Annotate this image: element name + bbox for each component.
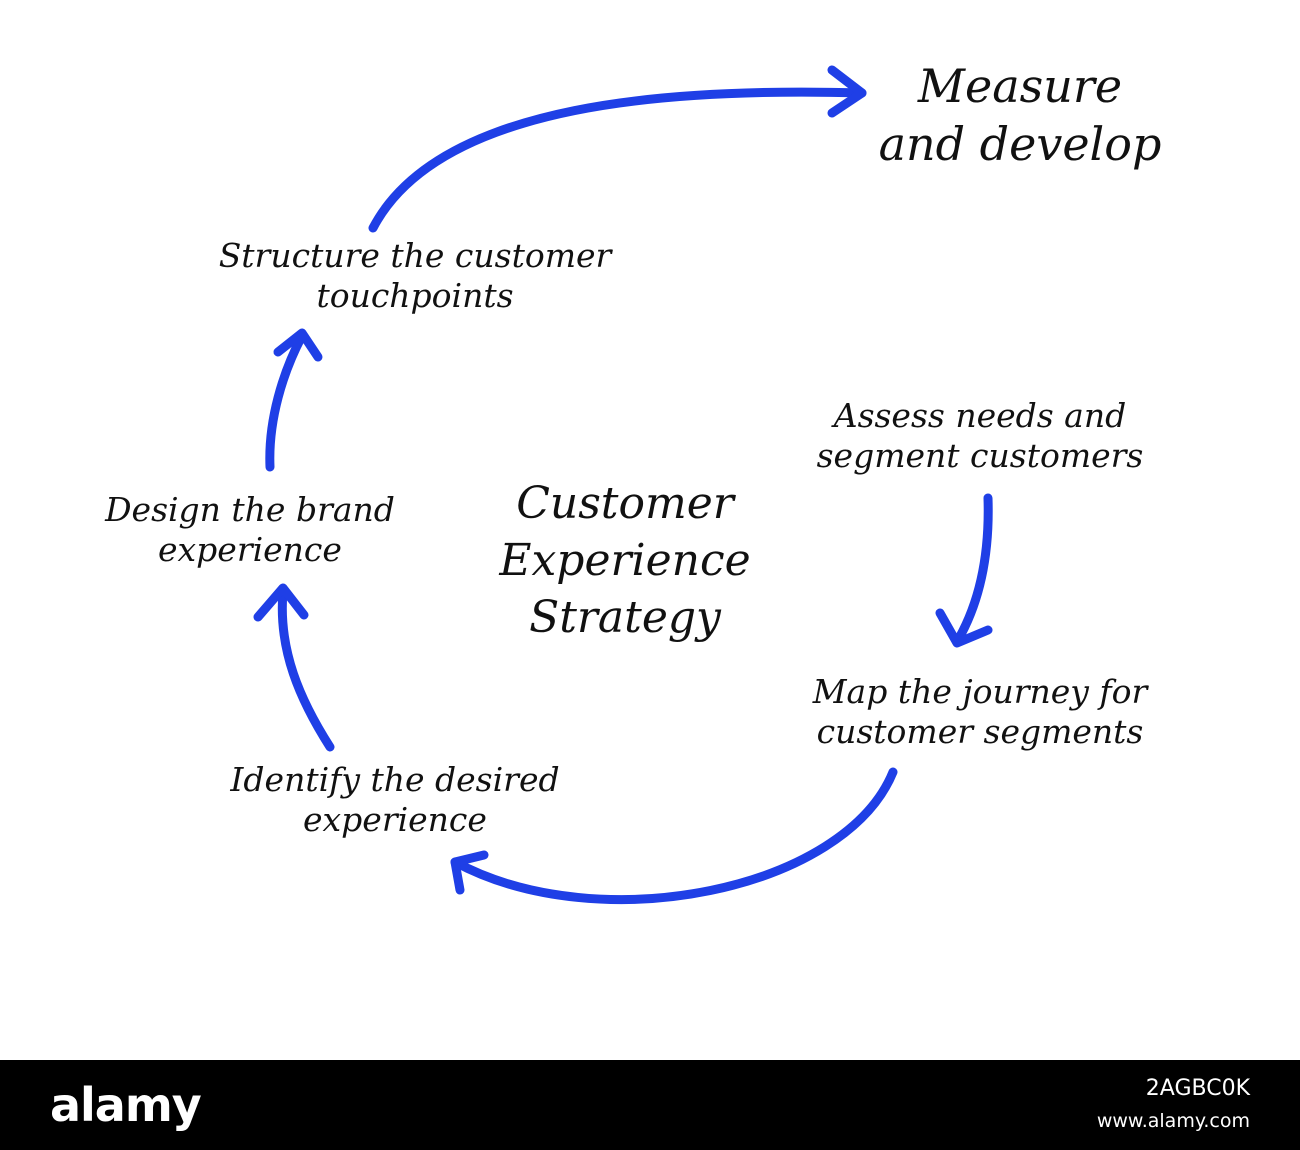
arrow-assess-to-map xyxy=(935,493,993,648)
arrow-map-to-identify xyxy=(450,767,898,905)
step-assess-needs: Assess needs and segment customers xyxy=(760,396,1200,475)
image-id: 2AGBC0K xyxy=(1145,1076,1250,1101)
center-title-line-1: Customer xyxy=(516,478,734,529)
step-map-line-1: Map the journey for xyxy=(812,672,1148,711)
center-title-line-2: Experience xyxy=(499,535,751,587)
brand-logo: alamy xyxy=(50,1078,202,1132)
goal-line-1: Measure xyxy=(917,59,1123,113)
step-identify-line-2: experience xyxy=(303,799,487,839)
step-design-line-1: Design the brand xyxy=(105,490,395,529)
arrow-structure-to-measure xyxy=(368,65,867,233)
watermark-footer: alamy 2AGBC0K www.alamy.com xyxy=(0,1060,1300,1150)
center-title: Customer Experience Strategy xyxy=(440,475,810,647)
step-design-line-2: experience xyxy=(158,529,342,569)
step-structure-touchpoints: Structure the customer touchpoints xyxy=(160,236,670,315)
arrow-design-to-structure xyxy=(265,328,323,472)
step-identify-line-1: Identify the desired xyxy=(230,760,560,799)
center-title-line-3: Strategy xyxy=(529,592,721,644)
step-structure-line-2: touchpoints xyxy=(316,275,514,315)
goal-label-measure-and-develop: Measure and develop xyxy=(830,58,1210,173)
cycle-arrows xyxy=(253,65,993,905)
arrow-identify-to-design xyxy=(253,583,335,752)
goal-line-2: and develop xyxy=(878,116,1162,171)
site-url: www.alamy.com xyxy=(1096,1110,1250,1132)
step-map-line-2: customer segments xyxy=(816,711,1144,751)
step-assess-line-1: Assess needs and xyxy=(833,396,1127,435)
cycle-diagram: Measure and develop Structure the custom… xyxy=(40,58,1210,905)
step-assess-line-2: segment customers xyxy=(816,435,1144,475)
step-structure-line-1: Structure the customer xyxy=(218,236,612,275)
step-identify-experience: Identify the desired experience xyxy=(165,760,625,839)
step-design-brand: Design the brand experience xyxy=(40,490,460,569)
step-map-journey: Map the journey for customer segments xyxy=(750,672,1210,751)
